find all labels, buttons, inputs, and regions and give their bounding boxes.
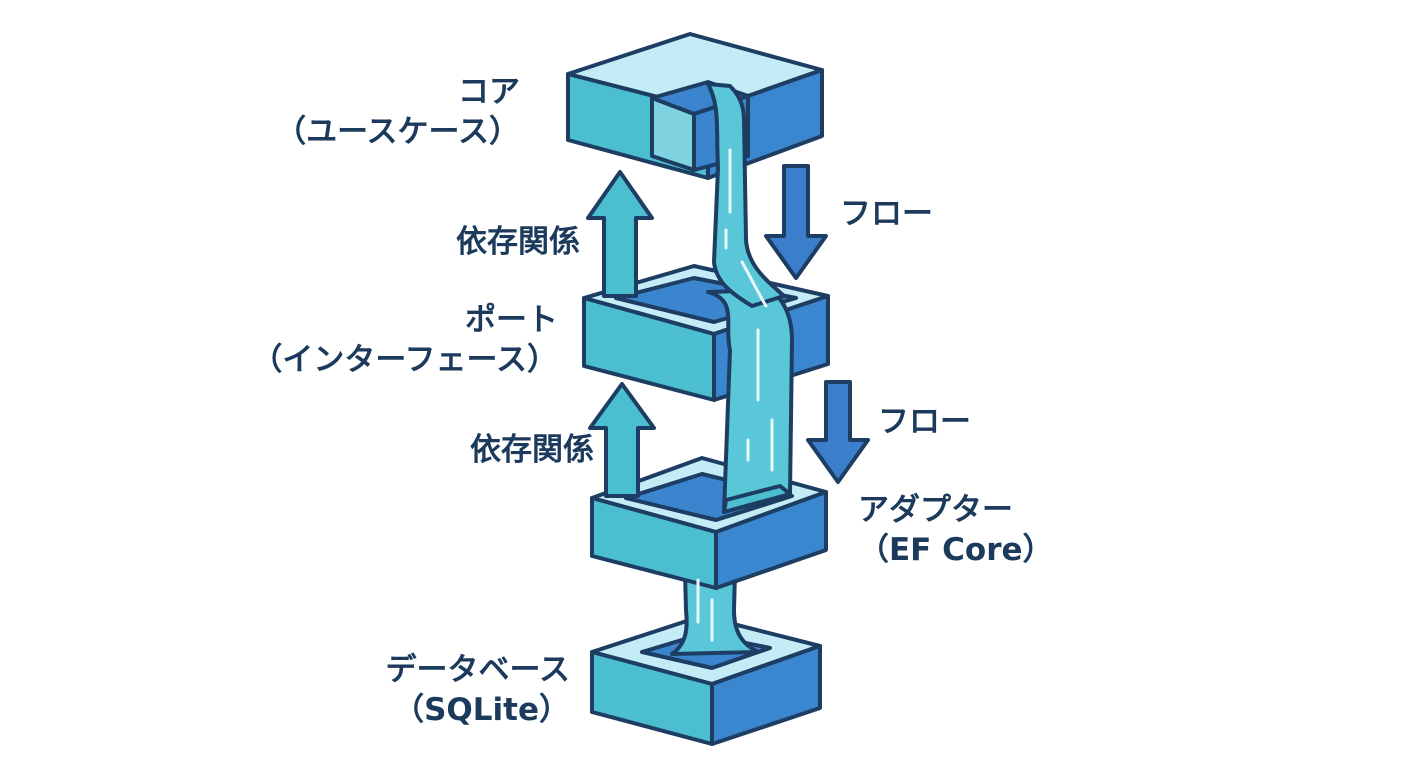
- port-label: ポート （インターフェース）: [240, 300, 558, 380]
- core-label-detail: （ユースケース）: [275, 114, 520, 150]
- adapter-label-detail: （EF Core）: [858, 532, 1054, 568]
- core-label: コア （ユースケース）: [240, 72, 520, 152]
- database-label-detail: （SQLite）: [393, 692, 570, 728]
- core-label-name: コア: [458, 74, 520, 110]
- water-stream-upper: [706, 82, 786, 308]
- dependency-arrow-up-1: [586, 170, 654, 298]
- flow-label-2: フロー: [878, 404, 971, 440]
- adapter-block: [590, 456, 828, 590]
- flow-arrow-down-1: [764, 164, 828, 280]
- port-label-detail: （インターフェース）: [251, 342, 558, 378]
- dependency-arrow-up-2: [588, 382, 656, 498]
- adapter-label: アダプター （EF Core）: [858, 490, 1054, 570]
- dependency-label-2: 依存関係: [470, 432, 594, 468]
- flow-label-1: フロー: [840, 196, 933, 232]
- core-block: [566, 32, 824, 180]
- water-highlights: [696, 148, 774, 642]
- flow-arrow-down-2: [806, 380, 870, 484]
- dependency-label-1: 依存関係: [456, 224, 580, 260]
- adapter-label-name: アダプター: [858, 492, 1013, 528]
- database-label-name: データベース: [385, 652, 570, 688]
- database-label: データベース （SQLite）: [330, 650, 570, 730]
- port-label-name: ポート: [465, 302, 558, 338]
